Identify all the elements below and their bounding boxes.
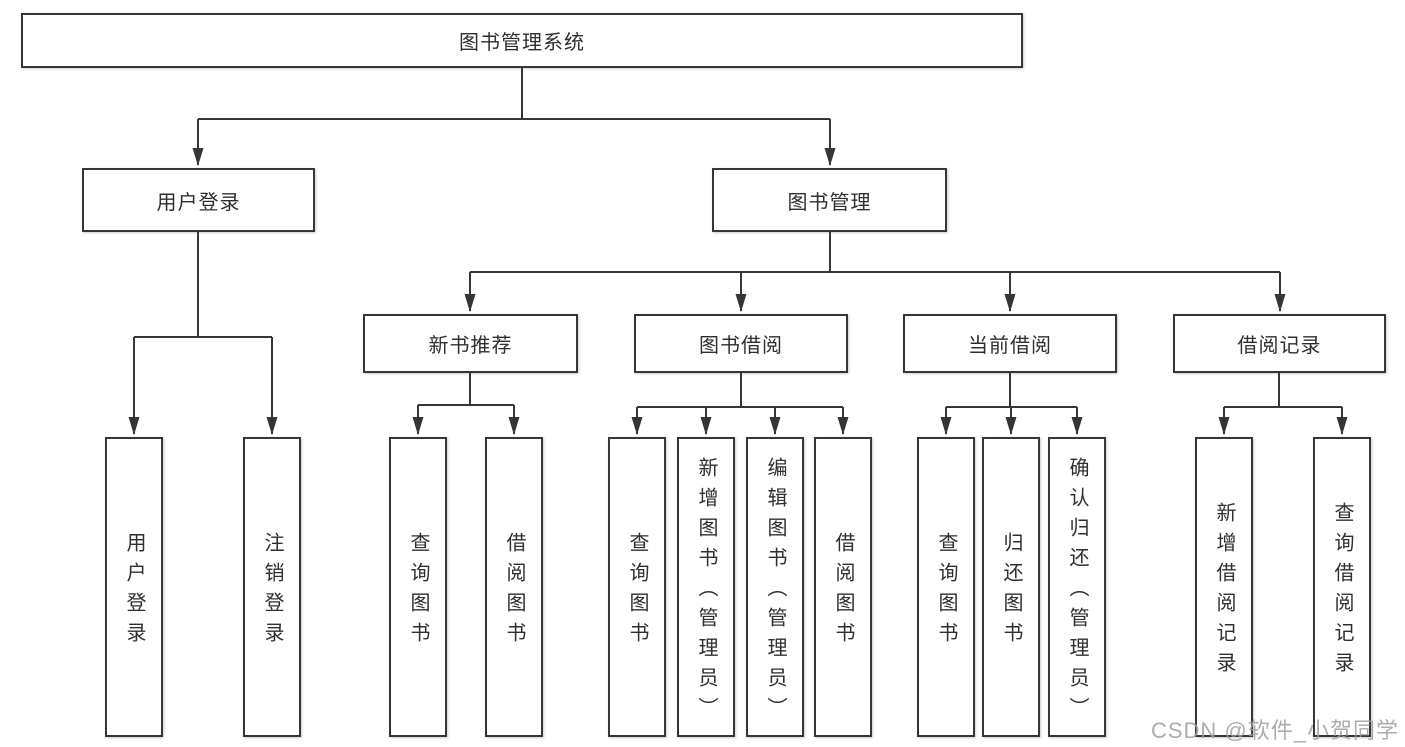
leaf-query-books-recommend: 查询图书 xyxy=(389,437,447,737)
leaf-edit-books-admin: 编辑图书（管理员） xyxy=(746,437,804,737)
leaf-user-login: 用户登录 xyxy=(105,437,163,737)
leaf-query-books-current: 查询图书 xyxy=(917,437,975,737)
leaf-query-books-borrowing: 查询图书 xyxy=(608,437,666,737)
leaf-label: 查询图书 xyxy=(935,532,957,652)
leaf-borrow-books-borrowing: 借阅图书 xyxy=(814,437,872,737)
leaf-label: 用户登录 xyxy=(123,532,145,652)
node-book-borrowing: 图书借阅 xyxy=(634,314,848,373)
leaf-add-borrow-record: 新增借阅记录 xyxy=(1195,437,1253,737)
leaf-label: 查询图书 xyxy=(407,532,429,652)
node-current-borrowing: 当前借阅 xyxy=(903,314,1117,373)
node-user-login-group: 用户登录 xyxy=(82,168,315,232)
leaf-return-books: 归还图书 xyxy=(982,437,1040,737)
leaf-label: 新增图书（管理员） xyxy=(695,457,717,727)
leaf-label: 查询图书 xyxy=(626,532,648,652)
leaf-label: 借阅图书 xyxy=(503,532,525,652)
leaf-label: 借阅图书 xyxy=(832,532,854,652)
leaf-label: 新增借阅记录 xyxy=(1213,502,1235,682)
leaf-logout: 注销登录 xyxy=(243,437,301,737)
arrow-lines xyxy=(128,119,1348,435)
branch-lines xyxy=(134,68,1342,408)
leaf-label: 查询借阅记录 xyxy=(1331,502,1353,682)
leaf-label: 归还图书 xyxy=(1000,532,1022,652)
leaf-add-books-admin: 新增图书（管理员） xyxy=(677,437,735,737)
leaf-label: 编辑图书（管理员） xyxy=(764,457,786,727)
leaf-label: 注销登录 xyxy=(261,532,283,652)
node-library-management-system: 图书管理系统 xyxy=(21,13,1023,68)
node-book-management: 图书管理 xyxy=(712,168,947,232)
leaf-query-borrow-record: 查询借阅记录 xyxy=(1313,437,1371,737)
leaf-label: 确认归还（管理员） xyxy=(1066,457,1088,727)
leaf-confirm-return-admin: 确认归还（管理员） xyxy=(1048,437,1106,737)
node-borrowing-records: 借阅记录 xyxy=(1173,314,1386,373)
leaf-borrow-books-recommend: 借阅图书 xyxy=(485,437,543,737)
node-new-book-recommend: 新书推荐 xyxy=(363,314,578,373)
